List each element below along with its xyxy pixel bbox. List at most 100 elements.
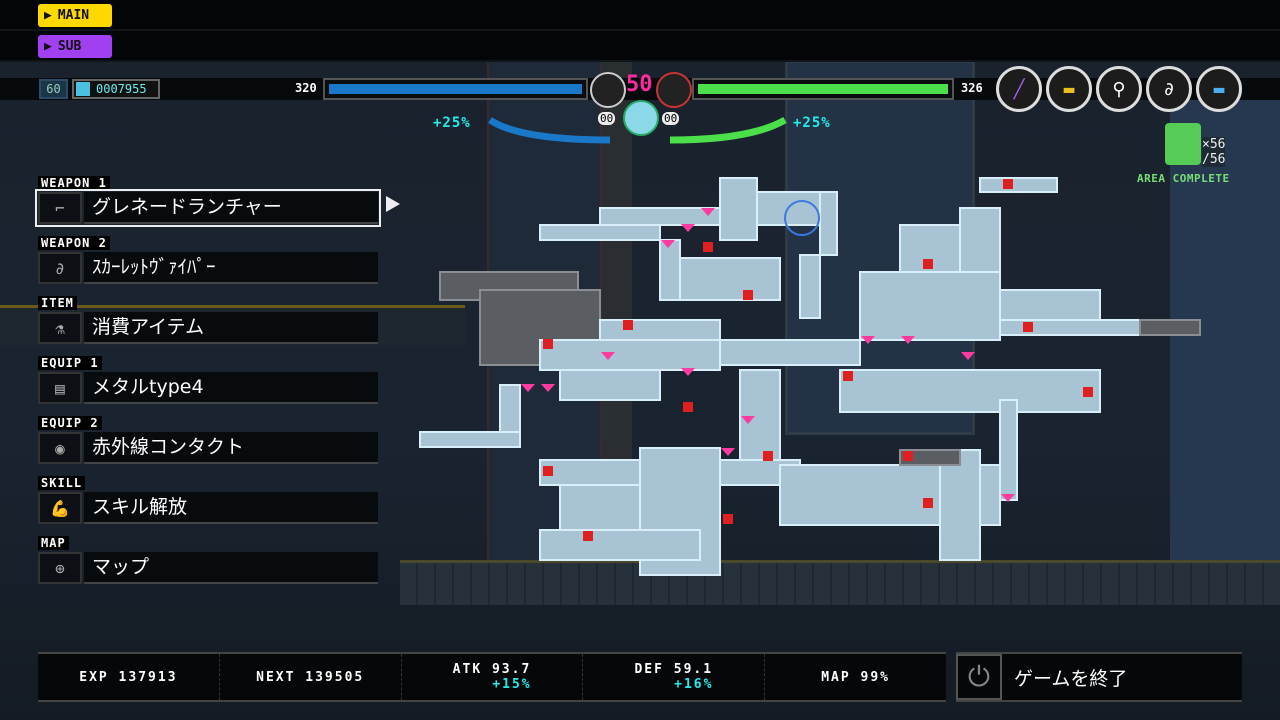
menu-item-equip-1[interactable]: EQUIP 1▤メタルtype4 — [38, 352, 378, 404]
bonus-right: +25% — [793, 115, 831, 131]
map-room — [539, 529, 701, 561]
save-room-marker — [623, 320, 633, 330]
menu-slot[interactable]: ▤メタルtype4 — [38, 372, 378, 404]
hp-right-value: 326 — [961, 81, 983, 95]
player-left-portrait-icon — [590, 72, 626, 108]
menu-item-skill[interactable]: SKILL 💪スキル解放 — [38, 472, 378, 524]
atk-value: ATK 93.7 — [452, 662, 532, 677]
save-room-marker — [1003, 179, 1013, 189]
atk-stat: ATK 93.7+15% — [402, 654, 584, 700]
total: /56 — [1202, 152, 1226, 167]
map-room — [719, 339, 861, 366]
save-room-marker — [923, 498, 933, 508]
save-room-marker — [723, 514, 733, 524]
orb-icon — [623, 100, 659, 136]
map-room — [1139, 319, 1201, 336]
menu-slot[interactable]: ⌐グレネードランチャー — [35, 189, 381, 227]
menu-item-value: マップ — [84, 552, 378, 584]
lens-icon: ◉ — [38, 432, 82, 464]
map-pin-icon: ⊕ — [38, 552, 82, 584]
armor-icon: ▤ — [38, 372, 82, 404]
next-value: NEXT 139505 — [256, 669, 365, 685]
map-room — [599, 207, 721, 226]
item-marker — [901, 336, 915, 344]
sub-weapon-tag[interactable]: ▶SUB — [38, 35, 112, 58]
def-value: DEF 59.1 — [634, 662, 714, 677]
save-room-marker — [843, 371, 853, 381]
save-room-marker — [743, 290, 753, 300]
card-icon[interactable]: ▬ — [1046, 66, 1092, 112]
menu-slot[interactable]: ∂ｽｶｰﾚｯﾄｳﾞｧｲﾊﾟｰ — [38, 252, 378, 284]
player-position-marker — [784, 200, 820, 236]
whip-icon: ∂ — [38, 252, 82, 284]
menu-slot[interactable]: ⊕マップ — [38, 552, 378, 584]
gun-icon: ▶ — [44, 8, 52, 23]
map-room — [999, 399, 1018, 501]
save-room-marker — [543, 339, 553, 349]
map-room — [979, 177, 1058, 193]
save-room-marker — [763, 451, 773, 461]
item-marker — [541, 384, 555, 392]
arrow-right-icon[interactable] — [386, 196, 400, 212]
sub-label: SUB — [57, 39, 82, 54]
map-room — [839, 369, 1101, 413]
stats-bar: EXP 137913 NEXT 139505 ATK 93.7+15% DEF … — [38, 652, 946, 702]
scene-floor — [400, 560, 1280, 605]
menu-item-weapon-2[interactable]: WEAPON 2 ∂ｽｶｰﾚｯﾄｳﾞｧｲﾊﾟｰ — [38, 232, 378, 284]
menu-item-label: MAP — [38, 536, 69, 550]
map-room — [939, 449, 981, 561]
menu-slot[interactable]: ◉赤外線コンタクト — [38, 432, 378, 464]
ammo-right: 00 — [662, 112, 680, 125]
right-gauge — [669, 116, 787, 144]
map-room — [719, 177, 758, 241]
menu-item-label: WEAPON 2 — [38, 236, 110, 250]
save-room-marker — [1023, 322, 1033, 332]
area-complete-label: AREA COMPLETE — [1137, 172, 1230, 185]
menu-item-value: 赤外線コンタクト — [84, 432, 378, 464]
quit-game-button[interactable]: ⏻ ゲームを終了 — [956, 652, 1242, 702]
menu-item-value: メタルtype4 — [84, 372, 378, 404]
whip-icon[interactable]: ∂ — [1146, 66, 1192, 112]
gauge-arcs — [488, 116, 787, 144]
save-room-marker — [703, 242, 713, 252]
def-bonus: +16% — [674, 677, 714, 692]
collected: ×56 — [1202, 137, 1226, 152]
map-stat: MAP 99% — [765, 654, 946, 700]
puzzle-piece-icon — [1165, 123, 1201, 165]
potion-icon: ⚗ — [38, 312, 82, 344]
menu-item-label: SKILL — [38, 476, 86, 490]
main-label: MAIN — [57, 8, 90, 23]
hp-left-value: 320 — [295, 81, 317, 95]
map-room — [539, 339, 721, 371]
menu-slot[interactable]: ⚗消費アイテム — [38, 312, 378, 344]
menu-item-weapon-1[interactable]: WEAPON 1⌐グレネードランチャー — [35, 172, 381, 227]
map-room — [559, 484, 641, 531]
map-room — [799, 254, 821, 319]
map-room — [739, 369, 781, 461]
gold-counter: 0007955 — [72, 79, 160, 99]
map-room — [659, 239, 681, 301]
menu-item-equip-2[interactable]: EQUIP 2 ◉赤外線コンタクト — [38, 412, 378, 464]
menu-item-label: WEAPON 1 — [38, 176, 110, 190]
item-marker — [661, 240, 675, 248]
top-bar: ▶ MAIN ▶SUB — [0, 0, 1280, 62]
menu-item-map[interactable]: MAP ⊕マップ — [38, 532, 378, 584]
player-right-portrait-icon — [656, 72, 692, 108]
device-icon[interactable]: ▬ — [1196, 66, 1242, 112]
main-weapon-tag[interactable]: ▶ MAIN — [38, 4, 112, 27]
grapple-icon[interactable]: ⚲ — [1096, 66, 1142, 112]
map-room — [899, 449, 961, 466]
menu-item-item[interactable]: ITEM⚗消費アイテム — [38, 292, 378, 344]
save-room-marker — [1083, 387, 1093, 397]
item-marker — [741, 416, 755, 424]
bonus-left: +25% — [433, 115, 471, 131]
item-marker — [701, 208, 715, 216]
exp-stat: EXP 137913 — [38, 654, 220, 700]
save-room-marker — [903, 451, 913, 461]
save-room-marker — [583, 531, 593, 541]
level-badge: 60 — [39, 79, 68, 99]
syringe-icon[interactable]: ╱ — [996, 66, 1042, 112]
menu-item-label: EQUIP 2 — [38, 416, 102, 430]
menu-slot[interactable]: 💪スキル解放 — [38, 492, 378, 524]
